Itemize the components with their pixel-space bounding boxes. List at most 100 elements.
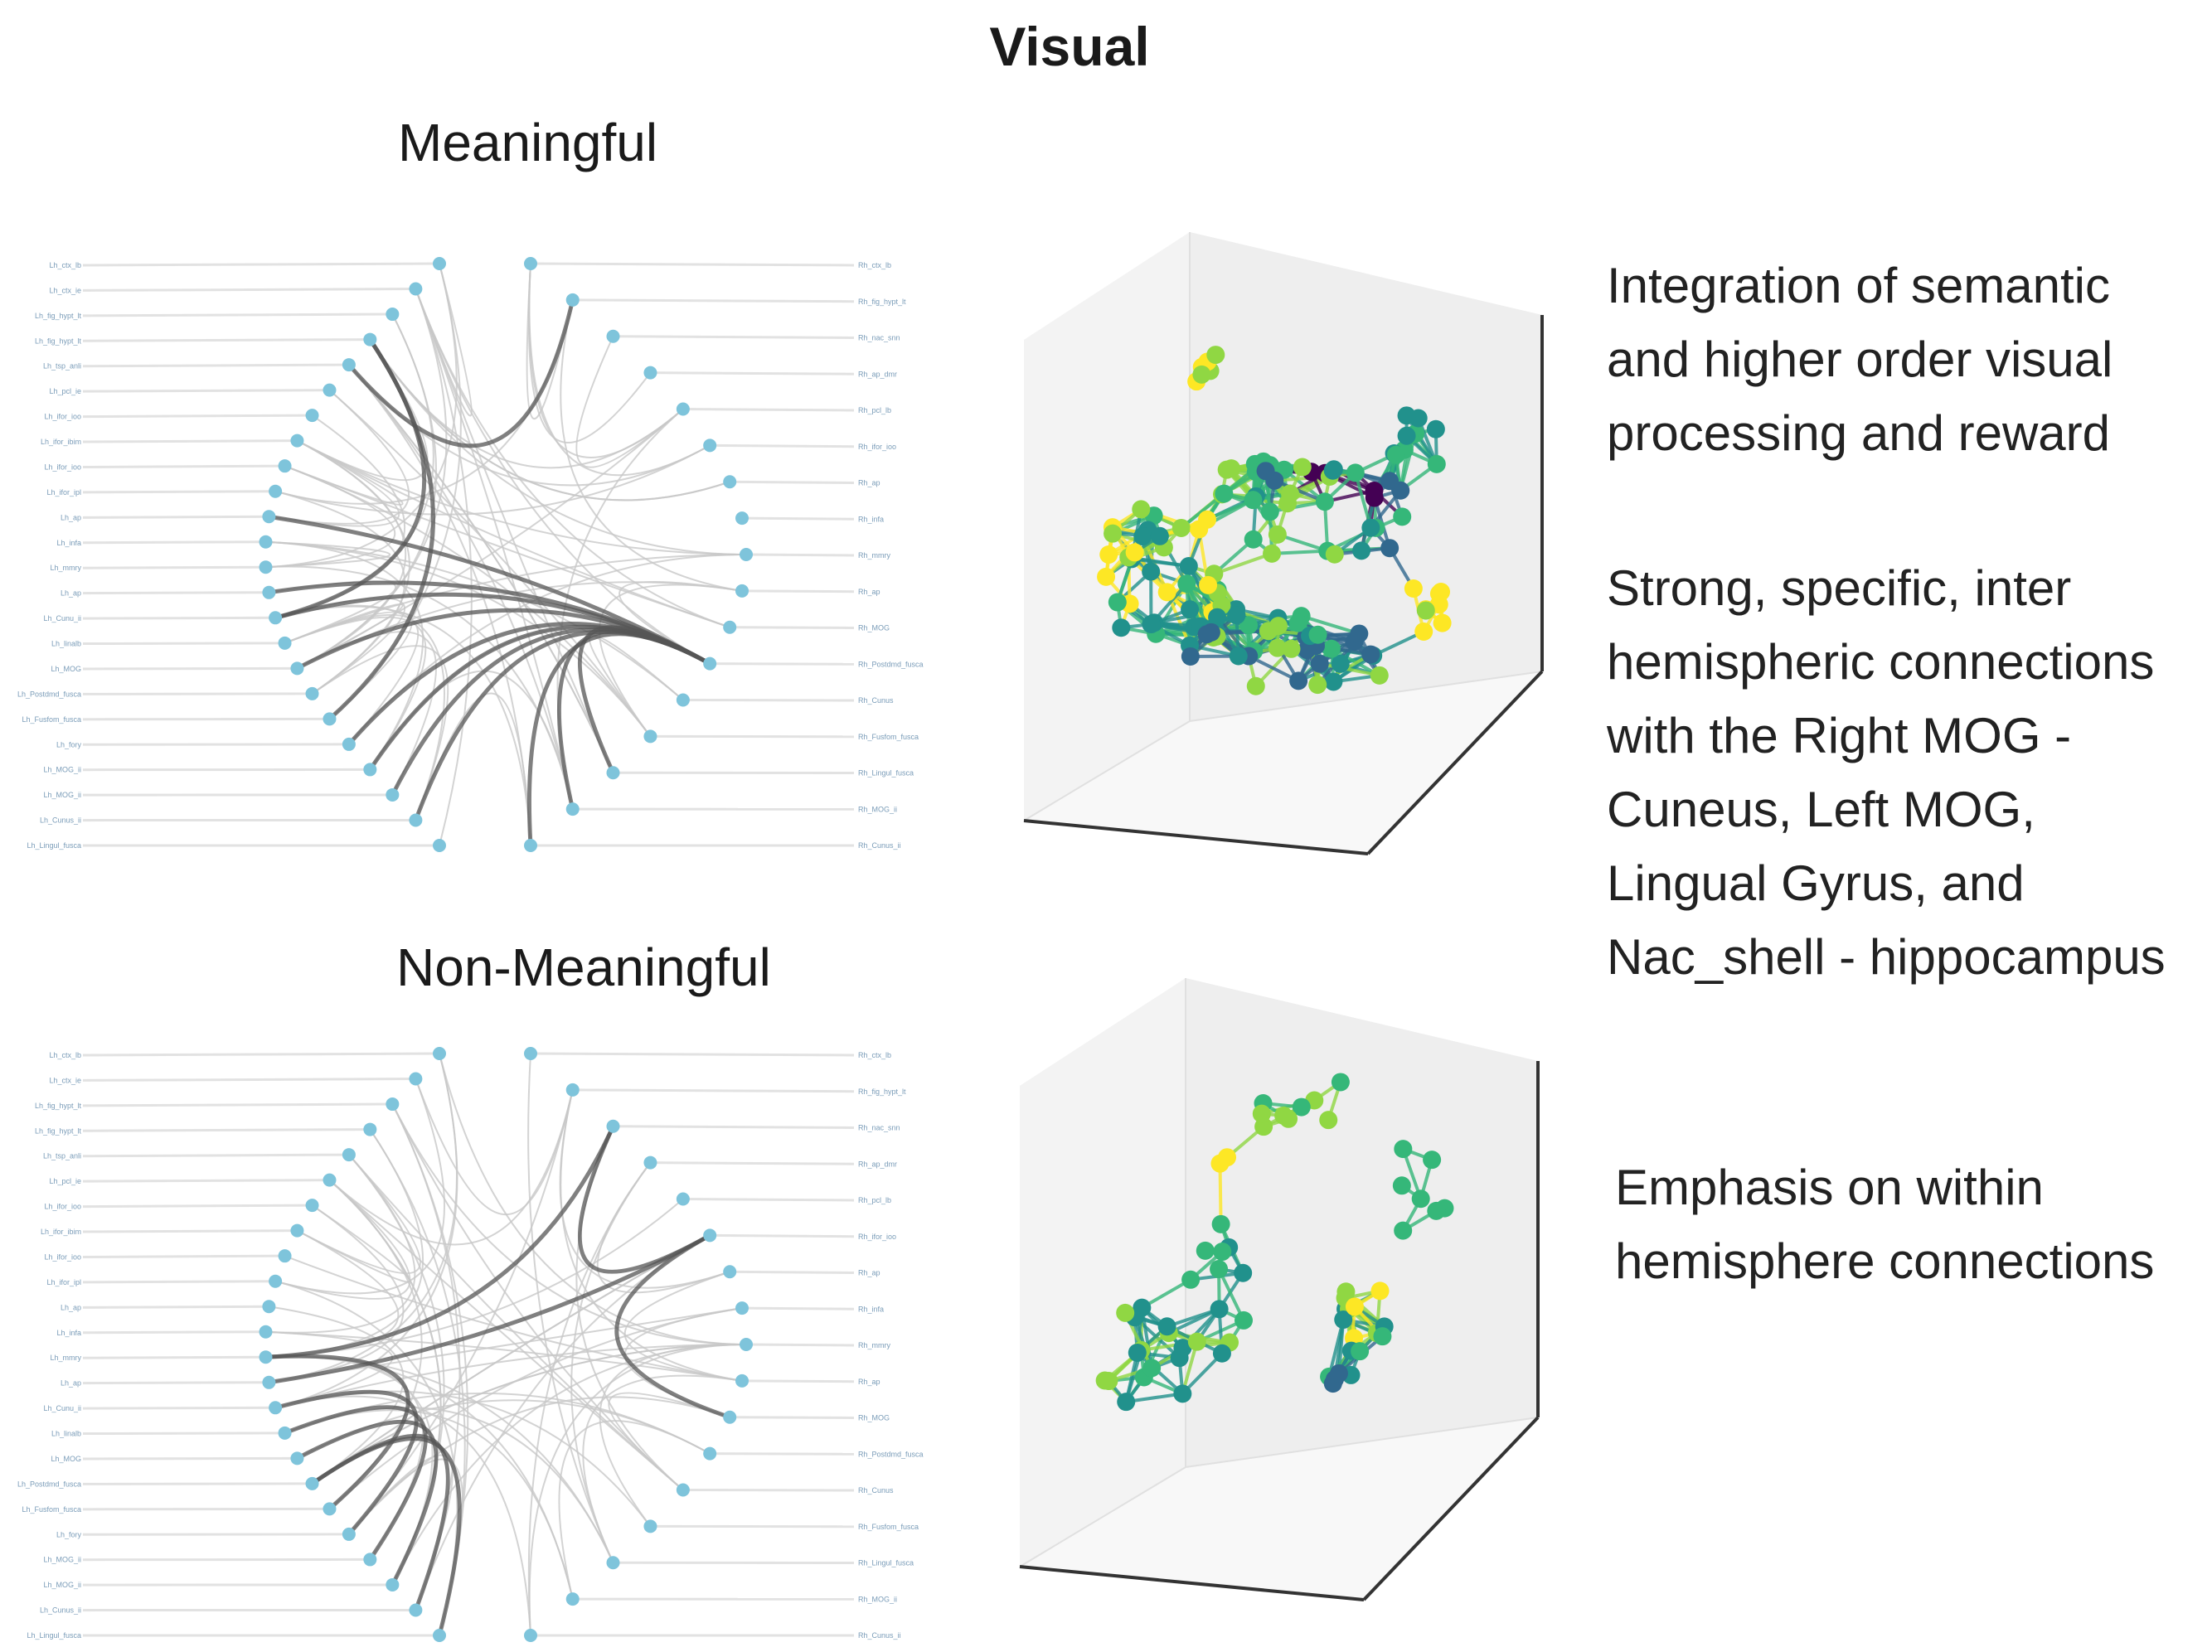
network-node (1433, 614, 1452, 632)
right-node-label: Rh_Cunus (858, 696, 894, 705)
weak-edge (415, 289, 471, 845)
region-node (259, 535, 272, 549)
nonmeaningful-connectivity-diagram: Lh_ctx_lbLh_ctx_ieLh_fig_hypt_ltLh_fig_h… (25, 1039, 987, 1652)
left-node-label: Lh_MOG_ii (43, 791, 81, 799)
network-node (1181, 647, 1200, 666)
network-node (1218, 1148, 1236, 1166)
region-node (643, 1519, 657, 1533)
label-leader (83, 643, 285, 644)
right-node-label: Rh_Lingul_fusca (858, 769, 914, 778)
left-node-label: Lh_fory (56, 740, 82, 748)
left-node-label: Lh_ap (61, 1379, 81, 1388)
label-leader (83, 365, 349, 366)
right-node-label: Rh_ctx_lb (858, 1051, 891, 1059)
region-node (524, 1047, 537, 1060)
network-node (1394, 1140, 1412, 1158)
region-node (566, 1592, 580, 1606)
left-node-label: Lh_Postdmd_fusca (17, 1480, 81, 1488)
left-node-label: Lh_ifor_ioo (44, 463, 81, 471)
label-leader (83, 415, 313, 416)
label-leader (83, 264, 439, 265)
left-node-label: Lh_Fusfom_fusca (22, 715, 81, 724)
label-leader (83, 1484, 313, 1485)
edge-layer (265, 264, 746, 845)
right-node-label: Rh_fig_hypt_lt (858, 1088, 906, 1096)
label-leader (83, 314, 392, 316)
left-node-label: Lh_MOG_ii (43, 766, 81, 774)
region-node (279, 1427, 292, 1440)
network-node (1269, 617, 1288, 635)
left-node-label: Lh_pcl_ie (49, 387, 81, 395)
network-node (1108, 593, 1127, 612)
region-node (643, 366, 657, 380)
region-node (306, 1477, 319, 1490)
region-node (703, 438, 716, 452)
left-node-label: Lh_ifor_ioo (44, 413, 81, 421)
region-node (524, 257, 537, 270)
region-node (342, 1528, 356, 1541)
network-node (1394, 1222, 1412, 1240)
left-node-label: Lh_ctx_ie (49, 1076, 81, 1084)
right-node-label: Rh_ctx_lb (858, 261, 891, 269)
label-leader (613, 1126, 854, 1128)
region-node (735, 511, 749, 525)
region-node (524, 1629, 537, 1642)
left-node-label: Lh_ifor_ibim (41, 438, 81, 446)
region-node (306, 409, 319, 422)
left-node-label: Lh_Fusfom_fusca (22, 1505, 81, 1514)
right-node-label: Rh_Postdmd_fusca (858, 660, 924, 668)
left-node-label: Lh_ifor_ioo (44, 1203, 81, 1211)
left-node-label: Lh_MOG_ii (43, 1581, 81, 1589)
left-node-label: Lh_ctx_lb (49, 1051, 81, 1059)
label-leader (83, 1256, 285, 1257)
weak-edge (275, 1180, 410, 1299)
right-node-label: Rh_nac_snn (858, 1124, 900, 1132)
network-node (1210, 1300, 1229, 1318)
network-node (1142, 563, 1160, 581)
right-node-label: Rh_Cunus (858, 1486, 894, 1495)
label-leader (83, 1155, 349, 1156)
weak-edge (529, 264, 651, 443)
network-node (1308, 676, 1327, 694)
weak-edge (265, 542, 423, 770)
left-node-label: Lh_ifor_ipl (46, 1278, 81, 1286)
region-node (279, 459, 292, 472)
network-node (1269, 639, 1287, 657)
network-node (1206, 346, 1225, 364)
region-node (433, 1629, 446, 1642)
left-node-label: Lh_Lingul_fusca (27, 841, 81, 850)
right-node-label: Rh_ap_dmr (858, 1160, 897, 1168)
network-node (1380, 539, 1399, 557)
network-node (1293, 458, 1312, 477)
region-node (363, 763, 376, 776)
right-node-label: Rh_MOG (858, 1414, 890, 1422)
label-leader (730, 627, 854, 628)
network-node (1222, 459, 1240, 477)
label-leader (683, 1490, 854, 1491)
network-node (1414, 623, 1433, 641)
region-node (740, 1338, 753, 1351)
weak-edge (589, 636, 683, 737)
label-leader (742, 1381, 854, 1382)
right-node-label: Rh_Lingul_fusca (858, 1559, 914, 1567)
region-node (740, 548, 753, 561)
cube-axes (1020, 978, 1538, 1600)
left-node-label: Lh_linalb (51, 1430, 81, 1438)
network-node (1350, 624, 1368, 642)
meaningful-description-1: Integration of semantic and higher order… (1607, 249, 2204, 470)
region-node (735, 584, 749, 598)
region-node (279, 637, 292, 650)
left-node-label: Lh_ap (61, 589, 81, 598)
network-node (1428, 455, 1446, 473)
label-leader (531, 264, 854, 265)
label-leader (710, 664, 854, 665)
region-node (723, 1411, 736, 1424)
region-node (290, 661, 303, 675)
region-node (290, 1224, 303, 1238)
network-node (1279, 1110, 1298, 1128)
right-node-label: Rh_ap (858, 1269, 880, 1277)
region-node (723, 475, 736, 488)
network-node (1311, 655, 1329, 673)
label-leader (83, 1104, 392, 1106)
network-node (1244, 530, 1263, 549)
